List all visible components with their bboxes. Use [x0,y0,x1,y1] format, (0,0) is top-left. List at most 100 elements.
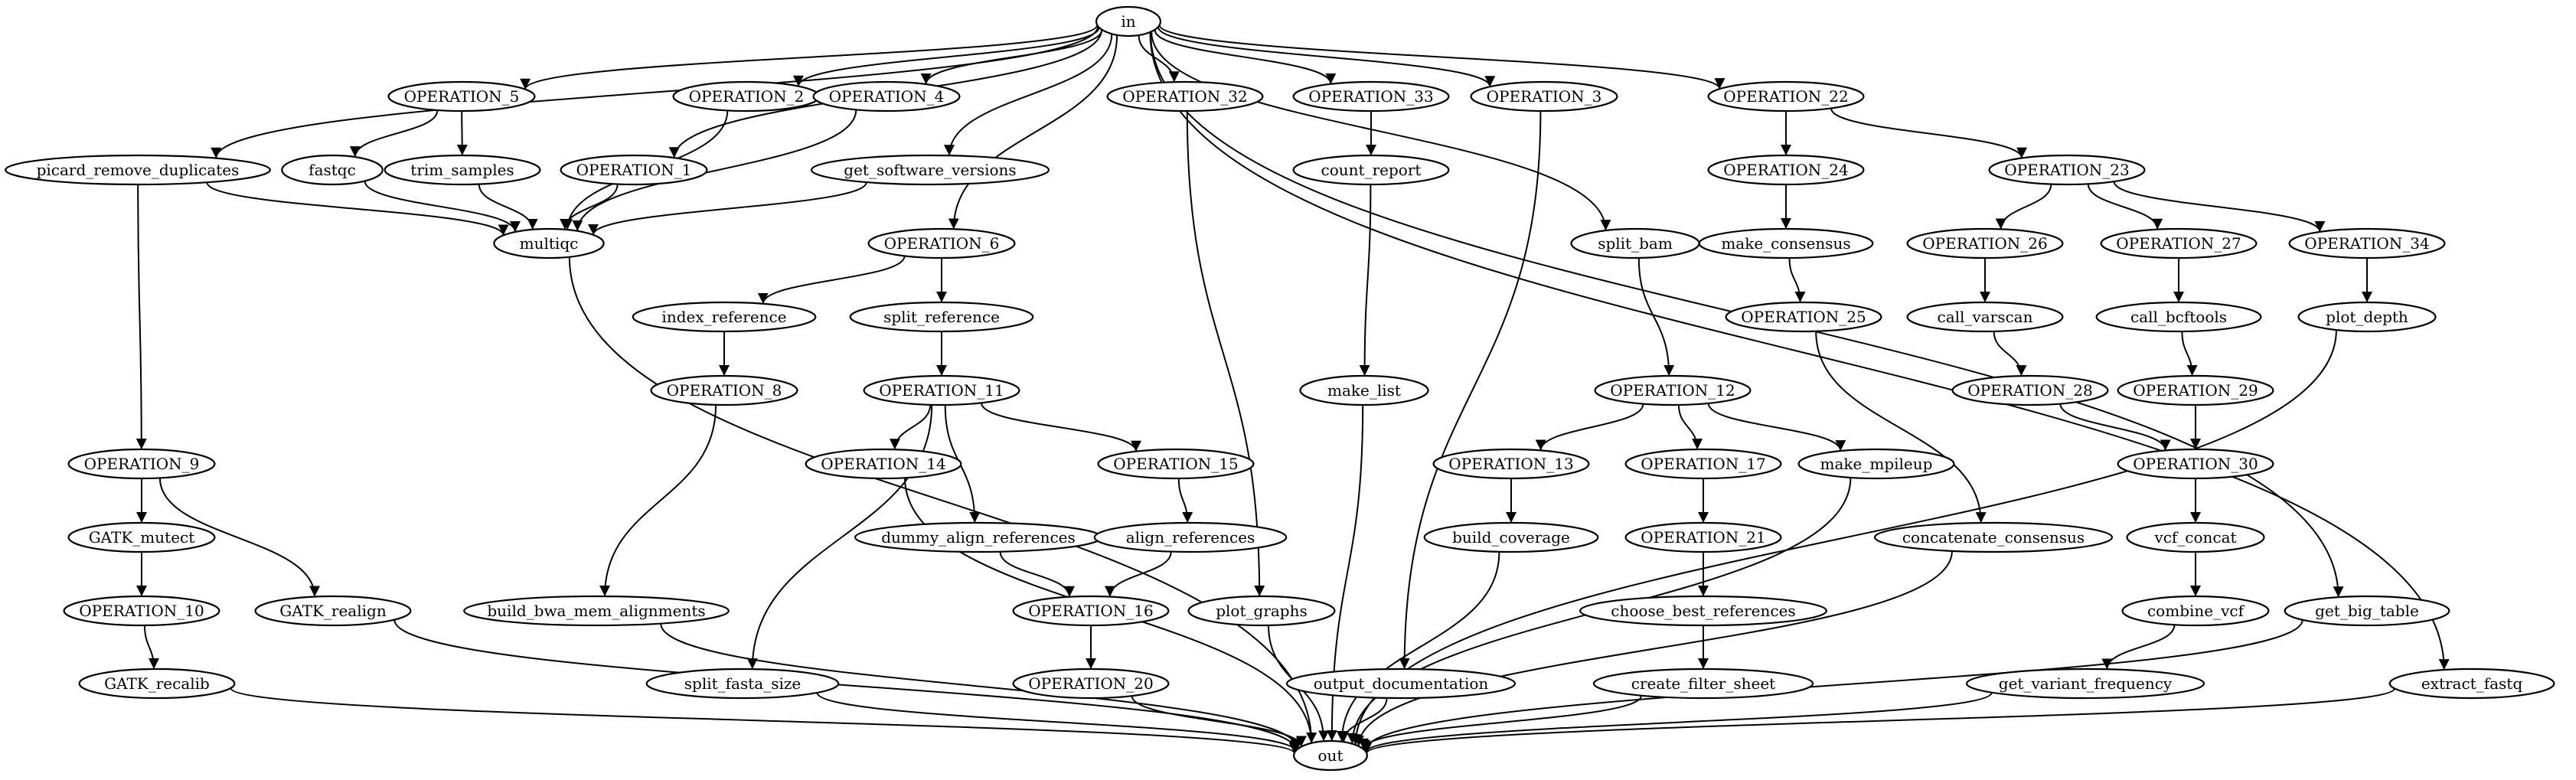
edge-line [478,184,538,230]
node-operation-14: OPERATION_14 [805,448,962,480]
edge-plot-depth-to-out [1350,329,2337,746]
node-align-references: align_references [1093,521,1288,553]
node-shape [78,667,236,700]
edge-operation-25-to-concatenate-consensus [1815,331,1987,524]
node-label: choose_best_references [1611,602,1795,620]
node-shape [63,595,220,627]
node-label: split_bam [1598,234,1673,253]
edge-line [1993,331,2027,377]
node-label: OPERATION_3 [1487,87,1602,106]
edge-line [599,404,717,597]
node-label: OPERATION_4 [829,87,945,106]
node-operation-1: OPERATION_1 [560,154,708,186]
node-make-mpileup: make_mpileup [1797,448,1955,480]
node-shape [1698,227,1874,259]
edge-line [1358,695,1642,750]
node-label: OPERATION_15 [1113,455,1238,473]
edge-operation-11-to-operation-15 [981,403,1141,452]
edge-operation-10-to-gatk-recalib [144,625,159,670]
node-shape [1906,301,2064,333]
edge-operation-4-to-multiqc [572,109,857,231]
node-operation-26: OPERATION_26 [1906,227,2064,259]
edge-fastqc-to-multiqc [364,181,521,233]
node-operation-2: OPERATION_2 [672,80,821,113]
node-label: OPERATION_33 [1308,87,1433,106]
edge-concatenate-consensus-to-out [1353,550,1953,746]
node-split-reference: split_reference [849,301,1034,333]
edge-line [999,551,1075,597]
node-concatenate-consensus: concatenate_consensus [1873,521,2114,553]
node-shape [2284,595,2450,627]
node-in: in [1095,5,1161,38]
node-shape [2121,595,2270,627]
node-shape [1012,595,1170,627]
node-label: get_big_table [2315,602,2419,620]
node-label: OPERATION_28 [1967,381,2092,400]
edge-in-to-operation-4 [920,29,1103,85]
node-label: OPERATION_22 [1723,87,1848,106]
node-label: call_varscan [1938,308,2033,326]
node-shape [1285,667,1517,700]
edge-operation-8-to-build-bwa-mem-alignments [599,404,717,597]
edge-line [2087,184,2163,230]
node-label: OPERATION_25 [1741,308,1866,326]
node-label: plot_depth [2326,308,2408,326]
node-shape [463,595,730,627]
edge-line [1399,110,1542,670]
edge-line [1186,110,1265,597]
node-fastqc: fastqc [281,154,384,186]
node-label: extract_fastq [2421,674,2523,693]
edge-multiqc-to-out [568,256,1317,743]
edge-line [1151,31,1611,231]
edge-operation-11-to-operation-14 [889,404,932,450]
node-shape [1951,374,2109,406]
node-shape [1012,667,1170,700]
edge-in-to-operation-33 [1154,29,1337,85]
edge-in-to-operation-22 [1158,24,1725,90]
edge-line [757,256,906,305]
node-shape [645,667,840,700]
node-operation-15: OPERATION_15 [1097,448,1255,480]
node-operation-20: OPERATION_20 [1012,667,1170,700]
node-shape [1299,374,1429,406]
node-shape [281,154,384,186]
node-combine-vcf: combine_vcf [2121,595,2270,627]
node-shape [1292,80,1450,113]
edge-line [144,625,159,670]
node-label: build_coverage [1452,528,1570,547]
edge-picard-remove-duplicates-to-multiqc [206,181,509,236]
edge-line [1177,478,1193,524]
edge-in-to-operation-32 [1138,34,1180,83]
edge-call-bcftools-to-operation-29 [2181,331,2198,377]
node-label: get_variant_frequency [1999,674,2173,693]
node-label: OPERATION_34 [2304,234,2429,253]
node-label: count_report [1321,161,1422,179]
node-shape [387,80,536,113]
node-label: build_bwa_mem_alignments [487,602,705,620]
node-count-report: count_report [1292,154,1450,186]
edge-line [660,623,1303,749]
edge-in-to-operation-2 [793,27,1100,87]
edge-picard-remove-duplicates-to-operation-9 [135,184,147,450]
node-shape [1095,5,1161,38]
node-gatk-recalib: GATK_recalib [78,667,236,700]
edge-line [816,692,1301,752]
node-label: get_software_versions [844,161,1016,179]
edge-build-bwa-mem-alignments-to-out [660,623,1303,749]
node-shape [1797,448,1955,480]
node-label: OPERATION_23 [2004,161,2129,179]
node-picard-remove-duplicates: picard_remove_duplicates [5,154,271,186]
node-shape [1906,227,2064,259]
node-shape [1432,448,1590,480]
node-operation-30: OPERATION_30 [2117,448,2274,480]
node-label: OPERATION_16 [1028,602,1153,620]
node-build-bwa-mem-alignments: build_bwa_mem_alignments [463,595,730,627]
node-shape [650,374,798,406]
edge-in-to-extract-fastq [1149,31,2450,671]
node-operation-24: OPERATION_24 [1707,154,1865,186]
node-label: GATK_realign [279,602,387,620]
edge-operation-5-to-fastqc [349,109,439,158]
edge-operation-23-to-operation-26 [1995,184,2052,230]
node-label: OPERATION_10 [79,602,204,620]
node-shape [812,80,961,113]
